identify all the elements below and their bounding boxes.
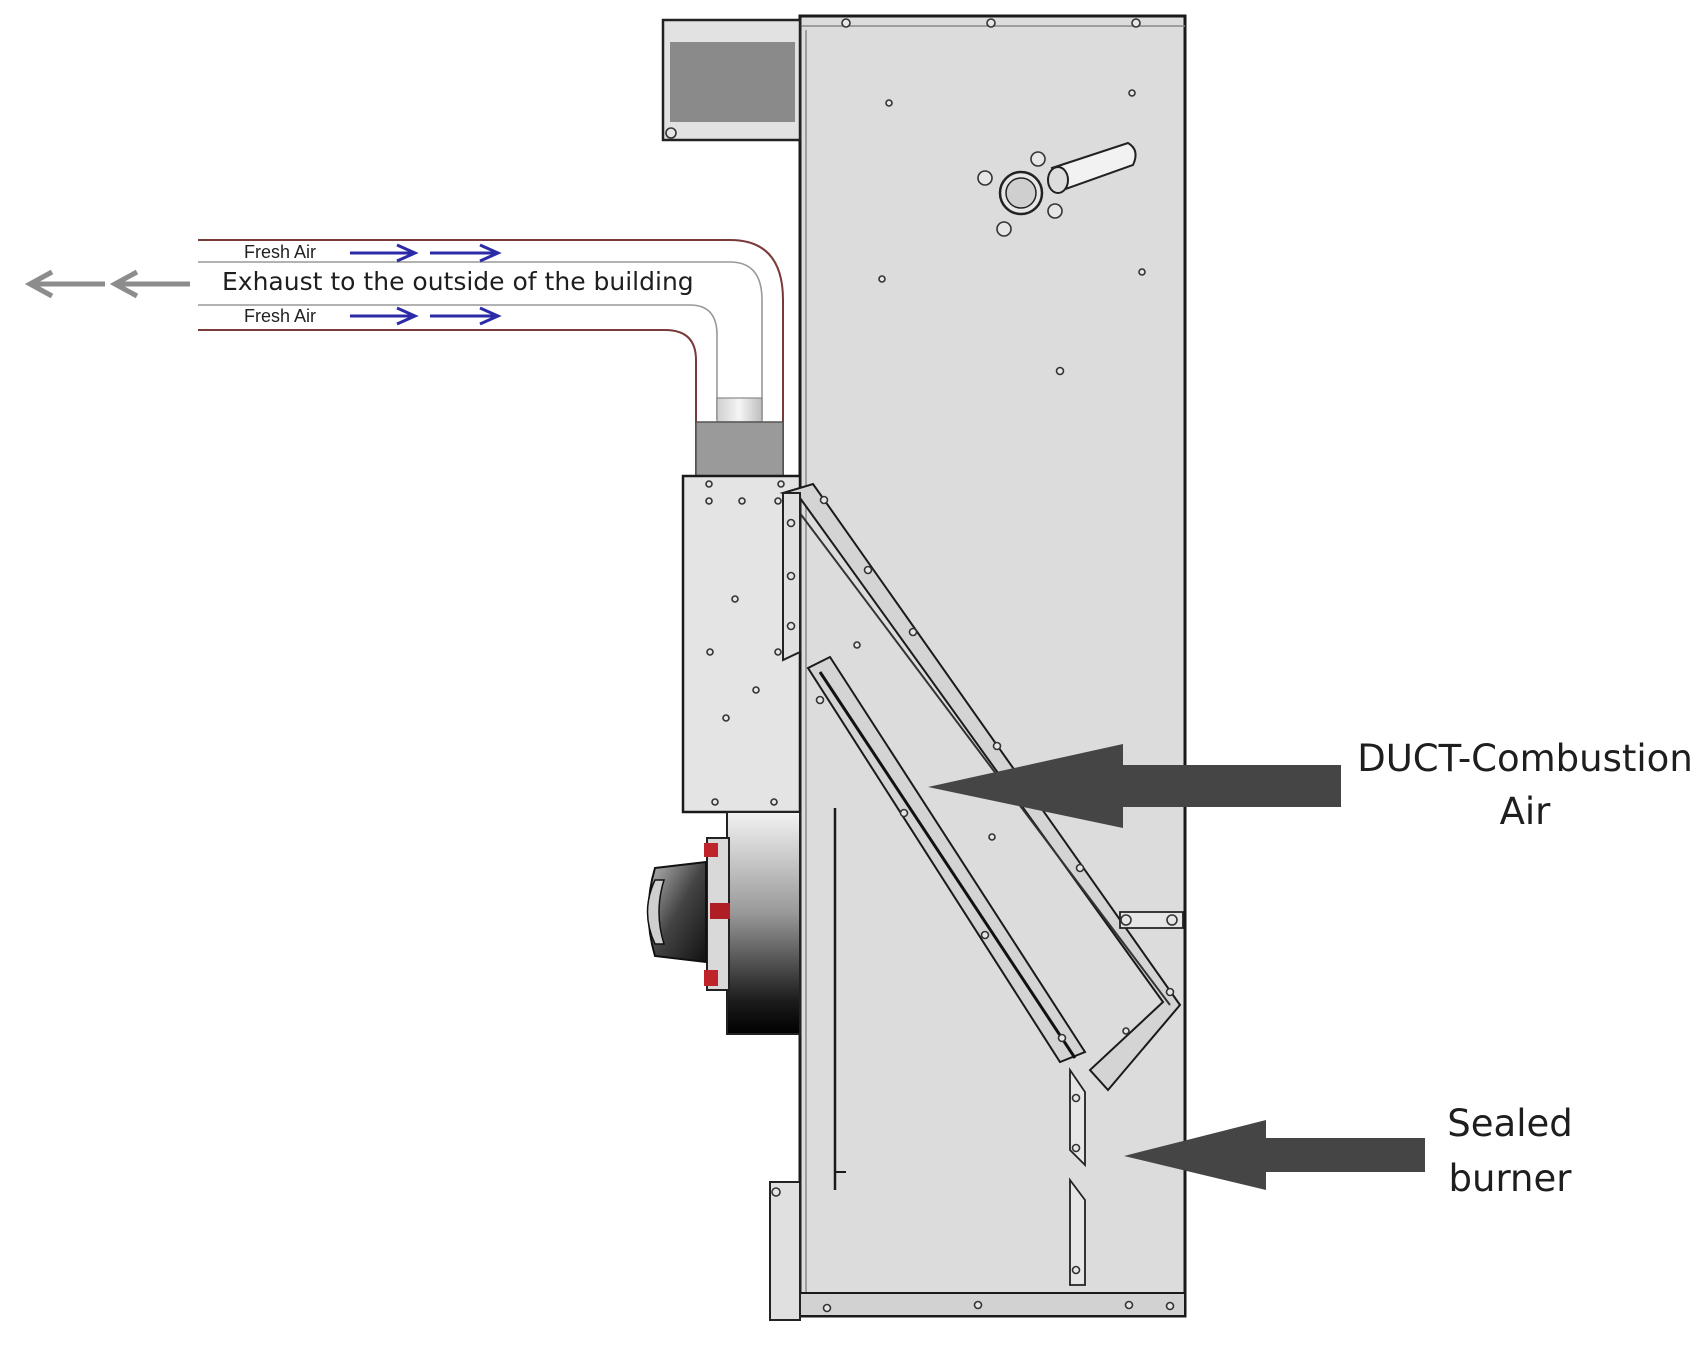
blower-flange-red-bottom <box>704 970 718 986</box>
blower-flange-red-top <box>704 843 718 857</box>
cabinet-body <box>798 14 1187 1318</box>
exhaust-arrows <box>24 269 190 299</box>
burner-plate-upper <box>1069 1067 1086 1168</box>
combustion-duct <box>769 482 1184 1321</box>
blower-box-bolts <box>705 480 785 806</box>
exhaust-pipe-lower <box>198 304 718 420</box>
duct-channel-outer <box>779 482 1182 1092</box>
blower-motor-cap <box>646 879 666 945</box>
fresh-air-label-top: Fresh Air <box>244 242 316 262</box>
top-flue-collar-shade <box>670 42 795 122</box>
duct-bolts <box>786 495 1175 1043</box>
vent-outer-line <box>198 239 784 478</box>
top-collar-bolt <box>665 127 677 139</box>
exhaust-label: Exhaust to the outside of the building <box>222 267 694 296</box>
duct-label-line1: DUCT-Combustion <box>1357 737 1693 780</box>
duct-callout-arrow <box>928 744 1341 828</box>
burner-plate-lower <box>1069 1177 1086 1286</box>
burner-label-line2: burner <box>1449 1157 1573 1200</box>
blower-wheel <box>726 811 801 1035</box>
blower-flange-red-mid <box>710 903 730 919</box>
vent-coupling <box>716 397 763 423</box>
fresh-air-arrows-top <box>350 243 502 263</box>
side-bracket <box>1119 911 1184 929</box>
cabinet <box>661 14 1187 1318</box>
burner-label-line1: Sealed <box>1447 1102 1572 1145</box>
gas-inlet-fitting <box>977 141 1137 237</box>
fresh-air-arrows-bottom <box>350 306 502 326</box>
cabinet-bolts <box>822 18 1175 1313</box>
blower-housing <box>646 474 802 1035</box>
duct-label-line2: Air <box>1500 790 1552 833</box>
burner-callout-arrow <box>1124 1120 1425 1190</box>
vent-inner-line <box>198 329 697 478</box>
concentric-vent-piping <box>198 239 784 479</box>
fresh-air-label-bottom: Fresh Air <box>244 306 316 326</box>
lower-left-bracket <box>769 1181 801 1321</box>
vent-adapter <box>695 421 784 479</box>
exhaust-pipe-upper <box>198 261 763 420</box>
